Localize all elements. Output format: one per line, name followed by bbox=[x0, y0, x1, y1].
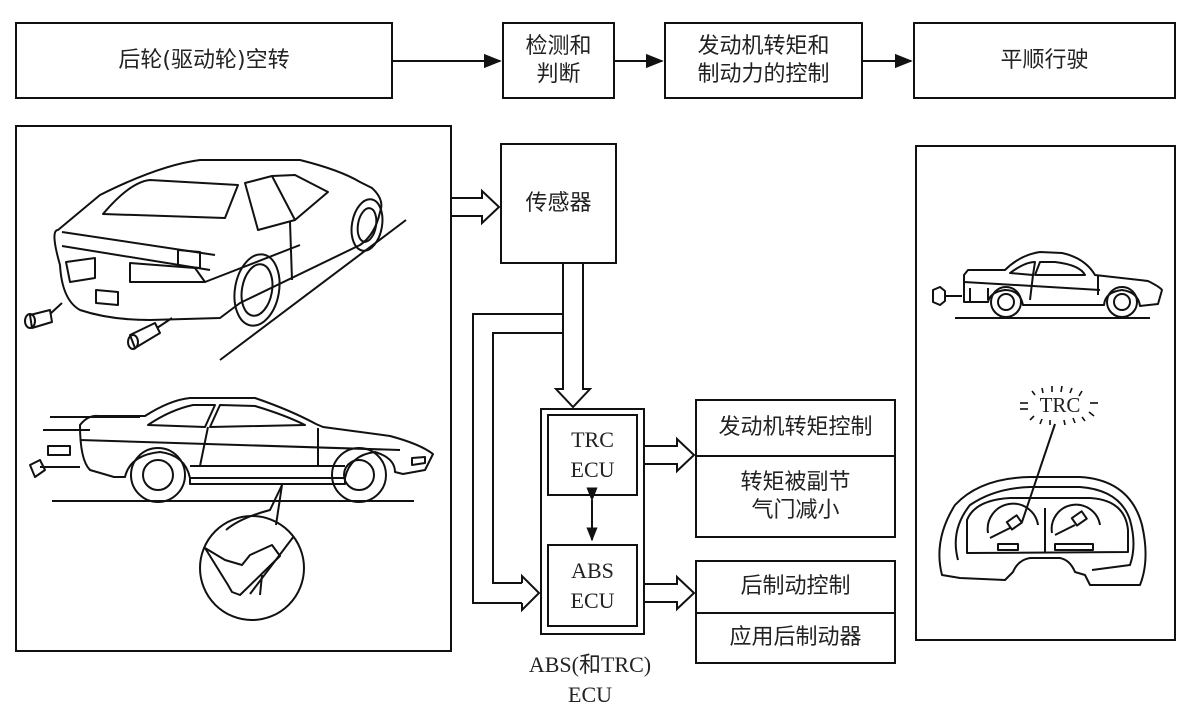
ecu-caption-line1: ABS(和TRC) bbox=[528, 652, 652, 677]
engine-torque-detail-line1: 转矩被副节 bbox=[740, 469, 851, 495]
flow-step-torque-brake-control: 发动机转矩和 制动力的控制 bbox=[664, 22, 863, 99]
sensor-label: 传感器 bbox=[525, 190, 592, 216]
flow-step-wheel-spin: 后轮(驱动轮)空转 bbox=[15, 22, 393, 99]
smooth-driving-car-icon bbox=[932, 251, 1163, 319]
rear-brake-detail-cell: 应用后制动器 bbox=[697, 614, 894, 662]
flow-step-smooth-driving: 平顺行驶 bbox=[913, 22, 1176, 99]
engine-torque-output-box: 发动机转矩控制 转矩被副节 气门减小 bbox=[695, 399, 896, 538]
flow-step-detect-judge-line1: 检测和 bbox=[525, 33, 592, 59]
abs-ecu-line2: ECU bbox=[570, 587, 615, 613]
trc-ecu-line2: ECU bbox=[570, 457, 615, 482]
flow-step-smooth-driving-label: 平顺行驶 bbox=[1000, 47, 1089, 73]
flow-step-torque-brake-control-line1: 发动机转矩和 bbox=[697, 33, 830, 59]
flow-step-torque-brake-control-line2: 制动力的控制 bbox=[697, 61, 830, 87]
flow-step-wheel-spin-label: 后轮(驱动轮)空转 bbox=[118, 47, 290, 73]
engine-torque-detail-line2: 气门减小 bbox=[751, 497, 840, 523]
abs-ecu-box: ABS ECU bbox=[547, 544, 638, 627]
hollow-arrow-trc-to-engine bbox=[645, 436, 696, 474]
rear-brake-control-cell: 后制动控制 bbox=[697, 562, 894, 614]
trc-indicator-label: TRC bbox=[1039, 393, 1081, 417]
rear-brake-detail-label: 应用后制动器 bbox=[729, 625, 862, 650]
spinning-car-side-view-icon bbox=[29, 397, 434, 621]
trc-ecu-box: TRC ECU bbox=[547, 414, 638, 496]
sensor-box: 传感器 bbox=[500, 143, 617, 264]
rear-brake-control-label: 后制动控制 bbox=[740, 574, 851, 599]
rear-brake-output-box: 后制动控制 应用后制动器 bbox=[695, 560, 896, 664]
hollow-arrow-sensor-to-ecu bbox=[553, 264, 593, 409]
feedback-line-outer bbox=[472, 313, 563, 604]
ecu-caption: ABS(和TRC) ECU bbox=[505, 650, 675, 710]
feedback-line-inner bbox=[492, 332, 563, 584]
dashboard-trc-indicator-icon bbox=[938, 385, 1147, 586]
abs-ecu-line1: ABS bbox=[571, 557, 614, 583]
flow-step-detect-judge-line2: 判断 bbox=[536, 61, 581, 87]
ecu-caption-line2: ECU bbox=[568, 682, 612, 707]
hollow-arrow-to-sensor bbox=[452, 188, 501, 226]
spinning-car-rear-view-icon bbox=[24, 159, 407, 361]
hollow-arrow-to-abs-ecu bbox=[521, 573, 541, 613]
hollow-arrow-abs-to-brake bbox=[645, 574, 696, 612]
engine-torque-detail-cell: 转矩被副节 气门减小 bbox=[697, 457, 894, 536]
engine-torque-control-cell: 发动机转矩控制 bbox=[697, 401, 894, 457]
trc-ecu-line1: TRC bbox=[571, 427, 614, 452]
flow-step-detect-judge: 检测和 判断 bbox=[502, 22, 615, 99]
engine-torque-control-label: 发动机转矩控制 bbox=[718, 415, 873, 440]
